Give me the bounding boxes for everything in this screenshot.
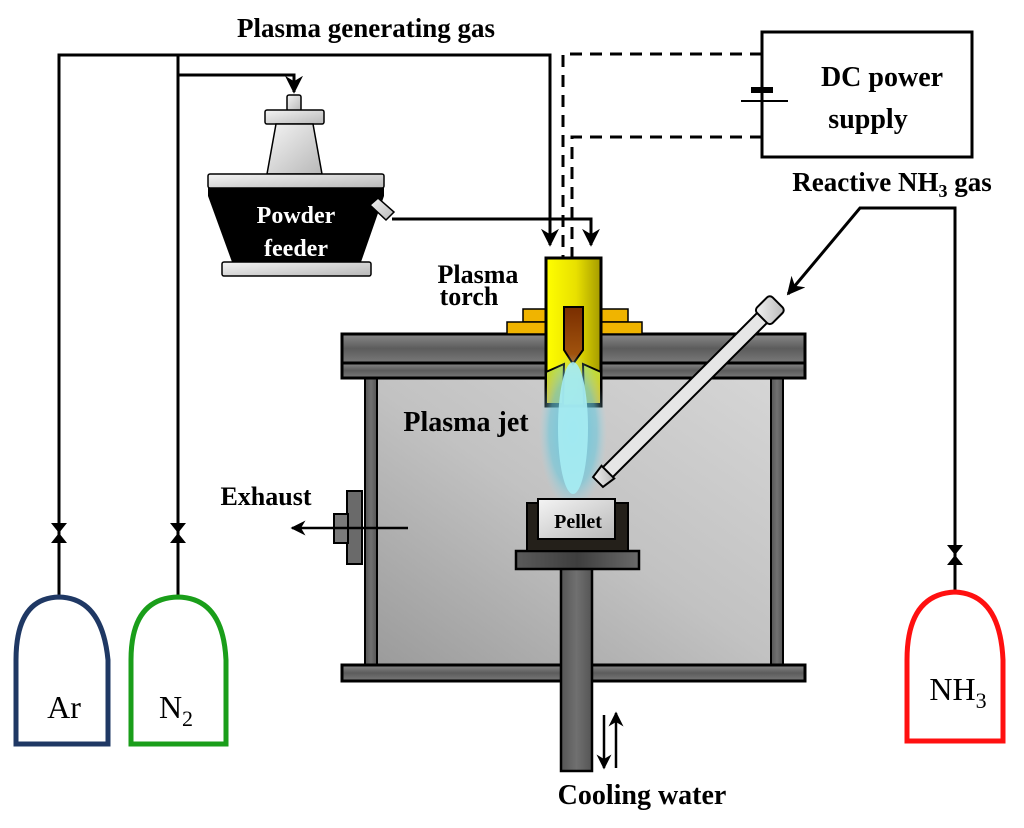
dc-power-supply-box bbox=[760, 30, 974, 159]
cylinder-ar-label: Ar bbox=[47, 689, 81, 725]
plasma-generating-gas-label: Plasma generating gas bbox=[237, 13, 495, 43]
cooling-water-label: Cooling water bbox=[558, 780, 727, 811]
plasma-jet-label: Plasma jet bbox=[403, 407, 529, 438]
exhaust-label: Exhaust bbox=[220, 482, 311, 511]
gas-lines bbox=[57, 53, 957, 595]
exhaust-port[interactable] bbox=[290, 490, 408, 565]
cable-negative bbox=[561, 52, 762, 258]
stage-plate bbox=[514, 549, 641, 571]
dc-power-label-line2: supply bbox=[828, 104, 907, 135]
cylinder-n2-label: N2 bbox=[159, 689, 193, 731]
plasma-torch-label-line2: torch bbox=[440, 282, 499, 311]
feeder-carrier-line bbox=[178, 73, 303, 94]
chamber-right-wall bbox=[770, 377, 784, 666]
cylinder-n2: N2 bbox=[128, 594, 229, 747]
powder-feeder-label-line2: feeder bbox=[264, 236, 328, 262]
power-cables bbox=[561, 52, 762, 258]
cylinder-n2-body bbox=[128, 594, 229, 747]
cable-positive bbox=[570, 135, 762, 258]
dc-power-supply[interactable]: DC power supply bbox=[741, 30, 974, 159]
chamber-left-wall bbox=[364, 377, 378, 666]
plasma-jet bbox=[539, 354, 607, 510]
plasma-torch-label-line1: Plasma bbox=[438, 260, 519, 289]
powder-feeder-label-line1: Powder bbox=[257, 203, 336, 229]
valve-nh3[interactable] bbox=[947, 545, 963, 565]
reactive-nh3-gas-label: Reactive NH3 gas bbox=[792, 167, 991, 201]
valve-n2[interactable] bbox=[170, 523, 186, 543]
ar-supply-line bbox=[57, 53, 559, 595]
cooling-post bbox=[559, 565, 594, 773]
valve-ar[interactable] bbox=[51, 523, 67, 543]
cylinder-nh3: NH3 bbox=[904, 589, 1006, 744]
battery-symbol-icon bbox=[751, 87, 773, 93]
nh3-injector[interactable] bbox=[590, 295, 785, 490]
pellet-label: Pellet bbox=[554, 511, 602, 533]
nh3-supply-line bbox=[786, 206, 957, 595]
cylinder-ar: Ar bbox=[13, 594, 111, 747]
powder-feeder[interactable]: Powder feeder bbox=[207, 94, 396, 277]
cylinder-nh3-label: NH3 bbox=[929, 671, 986, 713]
powder-feed-line bbox=[392, 217, 600, 247]
pellet[interactable]: Pellet bbox=[537, 498, 616, 540]
cylinder-ar-body bbox=[13, 594, 111, 747]
cylinder-nh3-body bbox=[904, 589, 1006, 744]
dc-power-label-line1: DC power bbox=[821, 62, 943, 93]
